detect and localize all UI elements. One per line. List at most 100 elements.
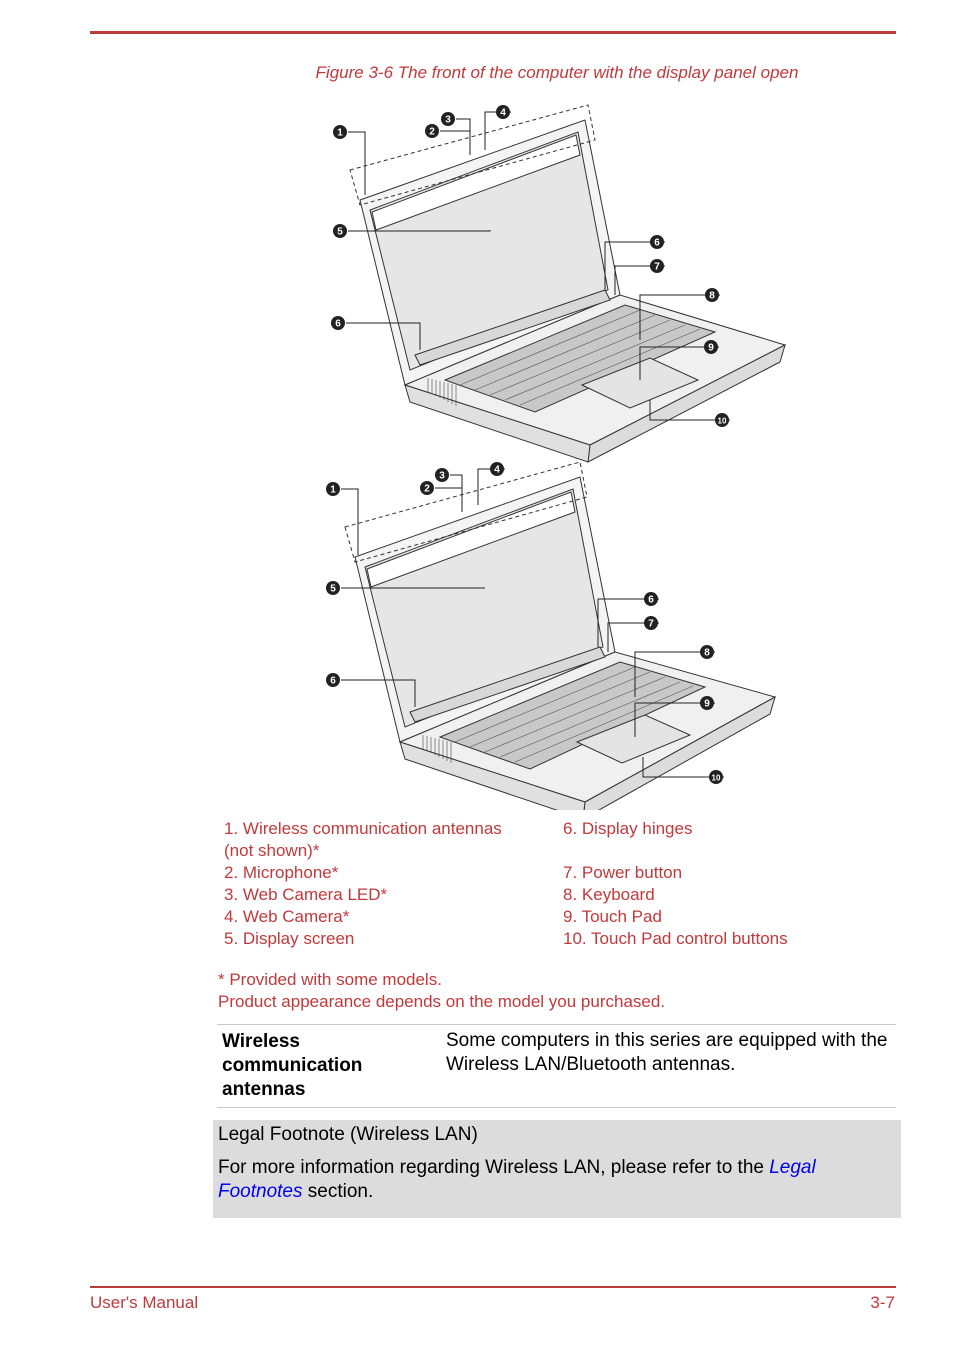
legend-item: 4. Web Camera* bbox=[224, 906, 350, 926]
callout-number: 3 bbox=[445, 115, 451, 126]
callout-leader-line bbox=[639, 294, 720, 340]
callout-number: 6 bbox=[648, 595, 654, 606]
callout-marker bbox=[490, 462, 504, 476]
callout-number: 3 bbox=[439, 471, 445, 482]
legal-footnote-title: Legal Footnote (Wireless LAN) bbox=[218, 1124, 478, 1145]
callout-leader-line bbox=[341, 488, 359, 555]
figure-caption: Figure 3-6 The front of the computer wit… bbox=[315, 63, 799, 82]
callout-number: 8 bbox=[709, 291, 715, 302]
legal-footnote-text: For more information regarding Wireless … bbox=[218, 1156, 888, 1204]
footer-rule bbox=[90, 1286, 896, 1288]
legend-right-column: 6. Display hinges 7. Power button 8. Key… bbox=[563, 818, 863, 949]
callout-number: 10 bbox=[718, 417, 727, 426]
callout-leader-line bbox=[649, 400, 730, 421]
callout-marker bbox=[333, 125, 347, 139]
callout-number: 4 bbox=[500, 108, 506, 119]
definition-term: Wireless communication antennas bbox=[222, 1030, 422, 1102]
legend-item: 8. Keyboard bbox=[563, 884, 655, 904]
definition-table: Wireless communication antennas Some com… bbox=[217, 1024, 896, 1108]
callout-marker bbox=[425, 124, 439, 138]
callout-marker bbox=[496, 105, 510, 119]
callout-leader-line bbox=[348, 131, 366, 195]
callout-number: 6 bbox=[654, 238, 660, 249]
callout-leader-line bbox=[634, 702, 715, 737]
callout-marker bbox=[420, 481, 434, 495]
definition-description: Some computers in this series are equipp… bbox=[446, 1030, 888, 1075]
callout-marker bbox=[644, 616, 658, 630]
callout-number: 6 bbox=[335, 319, 341, 330]
callout-marker bbox=[709, 770, 723, 784]
callout-marker bbox=[435, 468, 449, 482]
callout-leader-line bbox=[456, 118, 471, 150]
callout-leader-line bbox=[440, 130, 471, 155]
callout-marker bbox=[333, 224, 347, 238]
callout-number: 7 bbox=[648, 619, 654, 630]
callout-marker bbox=[704, 340, 718, 354]
callout-marker bbox=[700, 645, 714, 659]
callout-leader-line bbox=[435, 487, 463, 512]
footnote-text-after: section. bbox=[302, 1181, 374, 1202]
header-rule bbox=[90, 31, 896, 34]
footer-manual-title: User's Manual bbox=[90, 1293, 199, 1312]
callout-leader-line bbox=[341, 679, 416, 707]
callout-number: 9 bbox=[704, 699, 710, 710]
callout-marker bbox=[331, 316, 345, 330]
callout-leader-line bbox=[607, 622, 659, 652]
term-line: Wireless bbox=[222, 1031, 300, 1052]
callout-leader-line bbox=[642, 757, 724, 778]
callout-marker bbox=[326, 581, 340, 595]
legend-item: 6. Display hinges bbox=[563, 819, 693, 838]
callout-number: 9 bbox=[708, 343, 714, 354]
callout-leader-line bbox=[634, 651, 715, 697]
legend-item: 5. Display screen bbox=[224, 928, 355, 948]
legal-footnotes-link[interactable]: Legal Footnotes bbox=[218, 1157, 816, 1202]
callout-number: 2 bbox=[429, 127, 435, 138]
callout-leader-line bbox=[604, 241, 665, 290]
callout-number: 1 bbox=[337, 128, 343, 139]
callout-number: 4 bbox=[494, 465, 500, 476]
legend-left-column: 1. Wireless communication antennas (not … bbox=[224, 818, 544, 949]
callout-marker bbox=[700, 696, 714, 710]
callout-number: 8 bbox=[704, 648, 710, 659]
callout-leader-line bbox=[346, 322, 421, 350]
callout-marker bbox=[326, 673, 340, 687]
laptop-illustration-top bbox=[349, 104, 787, 463]
callout-leader-line bbox=[597, 598, 659, 647]
callout-marker bbox=[644, 592, 658, 606]
callout-marker bbox=[715, 413, 729, 427]
term-line: antennas bbox=[222, 1079, 306, 1100]
legal-footnote-box: Legal Footnote (Wireless LAN) For more i… bbox=[213, 1120, 901, 1218]
laptop-illustration-bottom bbox=[344, 461, 777, 810]
callout-number: 2 bbox=[424, 484, 430, 495]
appearance-note: Product appearance depends on the model … bbox=[218, 991, 666, 1011]
callout-marker bbox=[441, 112, 455, 126]
callout-number: 10 bbox=[712, 774, 721, 783]
callout-marker bbox=[650, 235, 664, 249]
footer-page-number: 3-7 bbox=[870, 1293, 895, 1312]
callout-number: 5 bbox=[337, 227, 343, 238]
callout-leader-line bbox=[348, 230, 491, 232]
callout-leader-line bbox=[639, 346, 719, 380]
callout-number: 5 bbox=[330, 584, 336, 595]
callout-leader-line bbox=[614, 265, 665, 295]
legend-item: 1. Wireless communication antennas bbox=[224, 819, 502, 838]
callout-number: 1 bbox=[330, 485, 336, 496]
legend-item: 10. Touch Pad control buttons bbox=[563, 928, 788, 948]
legend-item: 3. Web Camera LED* bbox=[224, 884, 388, 904]
legend-item: 7. Power button bbox=[563, 862, 683, 882]
model-note: * Provided with some models. Product app… bbox=[218, 969, 665, 1012]
callout-number: 6 bbox=[330, 676, 336, 687]
legend-item: 9. Touch Pad bbox=[563, 906, 662, 926]
callout-marker bbox=[326, 482, 340, 496]
callout-leader-line bbox=[484, 111, 511, 150]
legend-item-continuation: (not shown)* bbox=[224, 840, 320, 860]
callout-number: 7 bbox=[654, 262, 660, 273]
footnote-text-before: For more information regarding Wireless … bbox=[218, 1157, 770, 1178]
callout-marker bbox=[650, 259, 664, 273]
callout-leader-line bbox=[450, 474, 463, 505]
provided-note: * Provided with some models. bbox=[218, 970, 442, 989]
legend-item: 2. Microphone* bbox=[224, 862, 339, 882]
term-line: communication bbox=[222, 1055, 363, 1076]
